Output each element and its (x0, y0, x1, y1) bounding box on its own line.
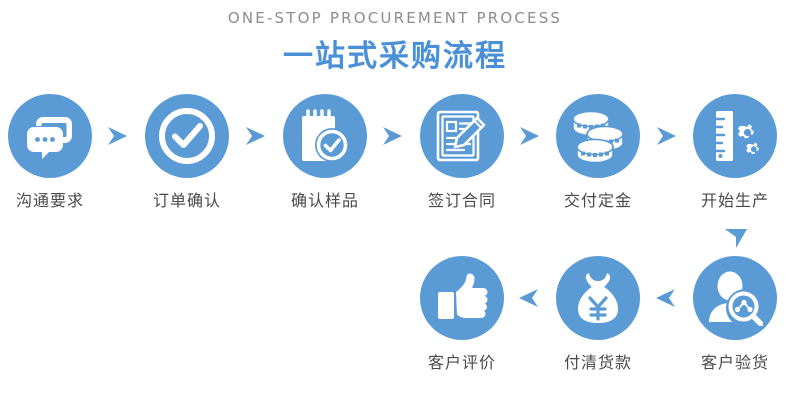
step-label: 开始生产 (700, 191, 769, 210)
process-step-communicate[interactable]: 沟通要求 (0, 94, 102, 211)
flow-arrow-down (723, 226, 749, 252)
step-icon-circle (8, 94, 92, 178)
english-subtitle: ONE-STOP PROCUREMENT PROCESS (227, 9, 563, 27)
process-step-sample-confirm[interactable]: 确认样品 (273, 94, 377, 211)
flow-arrow-right-1 (105, 124, 129, 148)
process-step-customer-review[interactable]: 客户评价 (410, 256, 514, 373)
flow-arrow-right-3 (380, 124, 404, 148)
step-icon-circle (283, 94, 367, 178)
coins-stack-icon (569, 110, 627, 162)
process-step-full-payment[interactable]: 付清货款 (546, 256, 650, 373)
step-icon-circle (556, 94, 640, 178)
step-label: 确认样品 (290, 191, 359, 210)
process-step-pay-deposit[interactable]: 交付定金 (546, 94, 650, 211)
document-pencil-icon (434, 108, 490, 164)
check-circle-icon (158, 107, 216, 165)
chat-bubbles-icon (25, 113, 75, 159)
thumbs-up-icon (435, 273, 489, 323)
process-step-customer-inspection[interactable]: 客户验货 (683, 256, 787, 373)
flow-arrow-left-2 (654, 286, 678, 310)
step-icon-circle (420, 94, 504, 178)
step-icon-circle (556, 256, 640, 340)
step-label: 签订合同 (427, 191, 496, 210)
notepad-check-icon (297, 107, 353, 165)
flow-arrow-left-1 (517, 286, 541, 310)
step-icon-circle (693, 256, 777, 340)
flow-arrow-right-4 (517, 124, 541, 148)
ruler-gears-icon (708, 108, 762, 164)
person-magnifier-icon (707, 270, 763, 326)
process-step-sign-contract[interactable]: 签订合同 (410, 94, 514, 211)
step-label: 沟通要求 (15, 191, 84, 210)
step-label: 付清货款 (563, 353, 632, 372)
step-label: 交付定金 (563, 191, 632, 210)
flow-arrow-right-5 (654, 124, 678, 148)
process-step-order-confirm[interactable]: 订单确认 (135, 94, 239, 211)
page-title: 一站式采购流程 (283, 39, 507, 74)
step-icon-circle (693, 94, 777, 178)
process-step-start-production[interactable]: 开始生产 (683, 94, 787, 211)
step-label: 客户评价 (427, 353, 496, 372)
step-label: 订单确认 (152, 191, 221, 210)
step-icon-circle (420, 256, 504, 340)
money-bag-yuan-icon (572, 270, 624, 326)
flow-arrow-right-2 (243, 124, 267, 148)
step-label: 客户验货 (700, 353, 769, 372)
step-icon-circle (145, 94, 229, 178)
